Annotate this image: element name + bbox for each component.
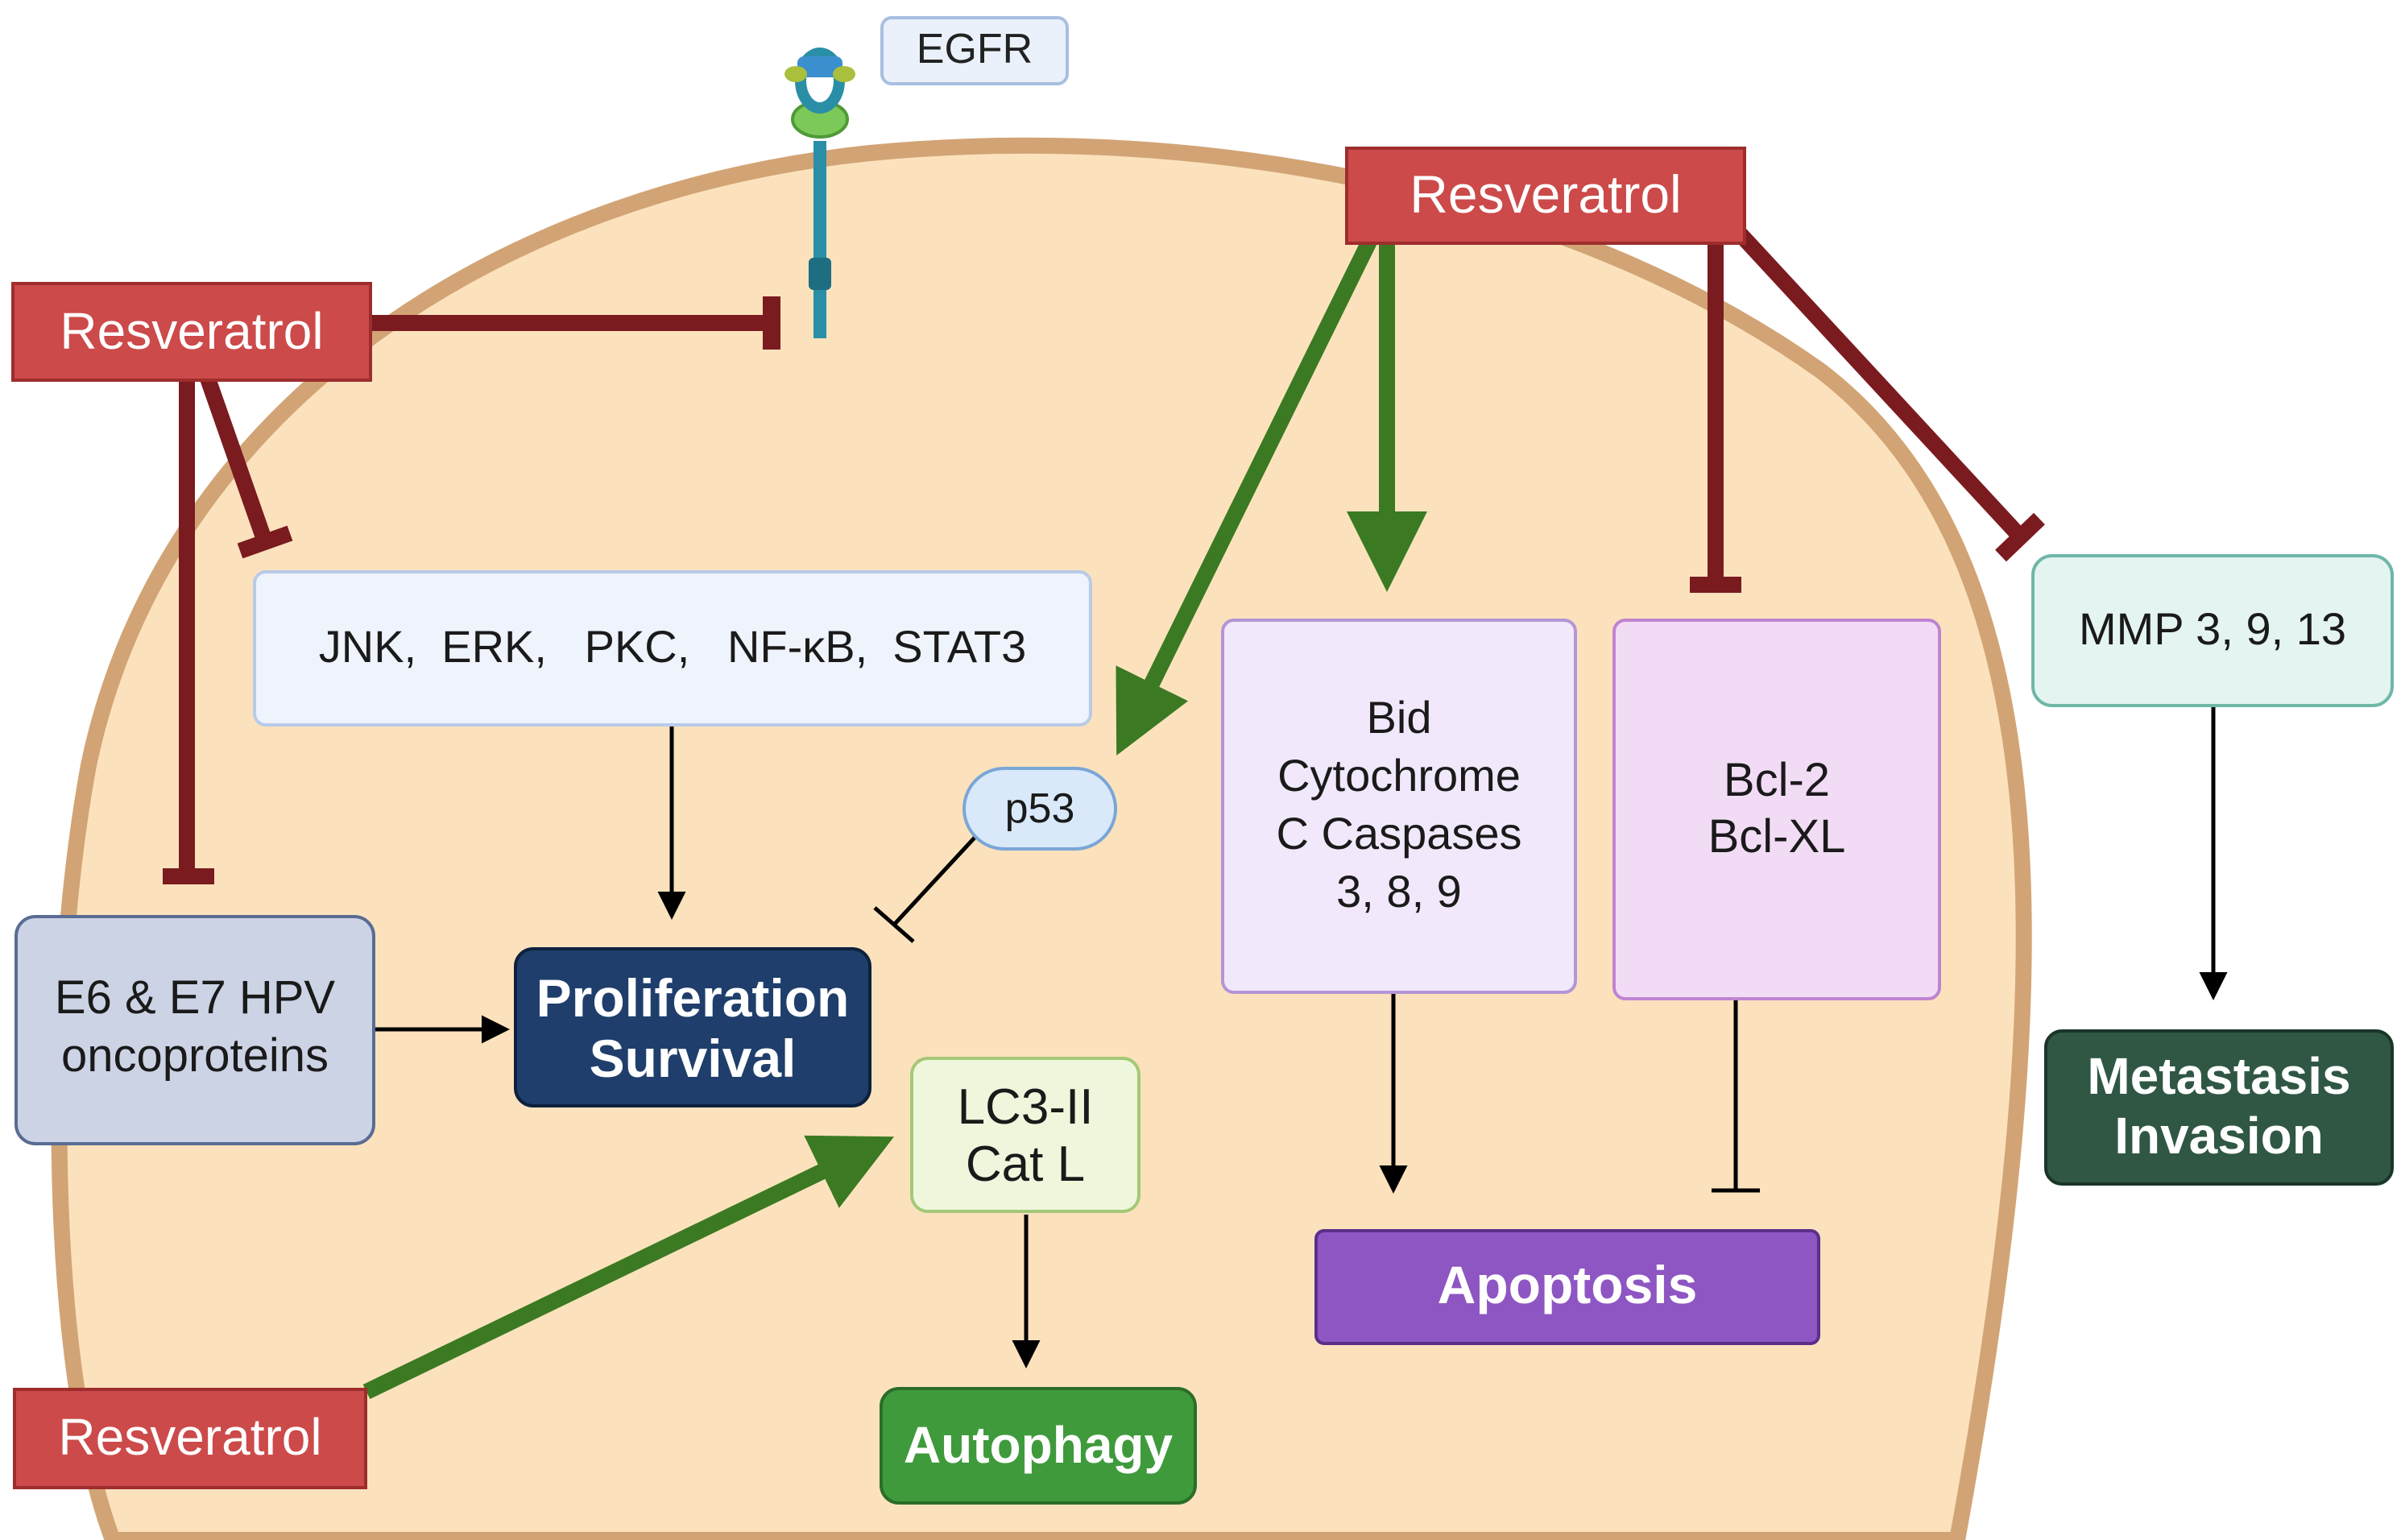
egfr-label: EGFR xyxy=(917,26,1033,72)
apoptosis-label: Apoptosis xyxy=(1438,1255,1698,1314)
metastasis-invasion-box xyxy=(2044,1029,2394,1186)
egfr-label-box xyxy=(880,16,1069,85)
activate-line-lc3 xyxy=(362,1135,895,1400)
hpv-label-line1: E6 & E7 HPV xyxy=(55,971,335,1024)
inhibit-line-p53-proliferation xyxy=(892,836,976,926)
inhibit-bar-kinases xyxy=(237,525,293,559)
proliferation-survival-box xyxy=(514,947,871,1107)
bclxl-label: Bcl-XL xyxy=(1708,810,1846,863)
lc3-catl-box xyxy=(910,1057,1140,1213)
egfr-receptor-icon xyxy=(784,48,855,338)
bcl-box xyxy=(1612,619,1941,1000)
mmp-label: MMP 3, 9, 13 xyxy=(2079,603,2346,654)
kinases-label: JNK, ERK, PKC, NF-κB, STAT3 xyxy=(319,621,1027,672)
bid-label-line4: 3, 8, 9 xyxy=(1336,866,1462,917)
resveratrol-label-top-right: Resveratrol xyxy=(1410,164,1681,224)
resveratrol-box-left xyxy=(11,282,372,382)
lc3-label: LC3-II xyxy=(958,1079,1094,1135)
hpv-oncoproteins-box xyxy=(14,915,375,1145)
inhibit-line-kinases xyxy=(200,375,272,543)
inhibit-line-mmp xyxy=(1733,228,2026,542)
p53-node xyxy=(962,767,1117,851)
apoptosis-box xyxy=(1314,1229,1820,1345)
bid-label-line2: Cytochrome xyxy=(1277,750,1521,801)
resveratrol-label-left: Resveratrol xyxy=(60,302,323,360)
catl-label: Cat L xyxy=(966,1136,1085,1192)
bid-caspases-box xyxy=(1221,619,1577,994)
proliferation-label: Proliferation xyxy=(536,968,850,1028)
autophagy-label: Autophagy xyxy=(904,1416,1174,1474)
mmp-box xyxy=(2031,554,2394,707)
resveratrol-label-bottom: Resveratrol xyxy=(58,1408,321,1466)
resveratrol-box-bottom xyxy=(13,1388,367,1489)
kinases-box xyxy=(253,570,1092,727)
activate-line-p53 xyxy=(1116,238,1376,756)
bcl2-label: Bcl-2 xyxy=(1724,754,1830,806)
inhibit-bar-mmp xyxy=(1995,512,2045,562)
inhibit-bar-p53-proliferation xyxy=(873,906,915,943)
metastasis-label: Metastasis xyxy=(2087,1047,2350,1105)
p53-label: p53 xyxy=(1005,785,1075,832)
resveratrol-box-top-right xyxy=(1345,147,1746,245)
invasion-label: Invasion xyxy=(2114,1107,2324,1165)
survival-label: Survival xyxy=(590,1029,797,1088)
bid-label-line3: C Caspases xyxy=(1276,808,1521,859)
hpv-label-line2: oncoproteins xyxy=(61,1029,329,1082)
bid-label-line1: Bid xyxy=(1367,692,1432,743)
autophagy-box xyxy=(880,1387,1197,1505)
